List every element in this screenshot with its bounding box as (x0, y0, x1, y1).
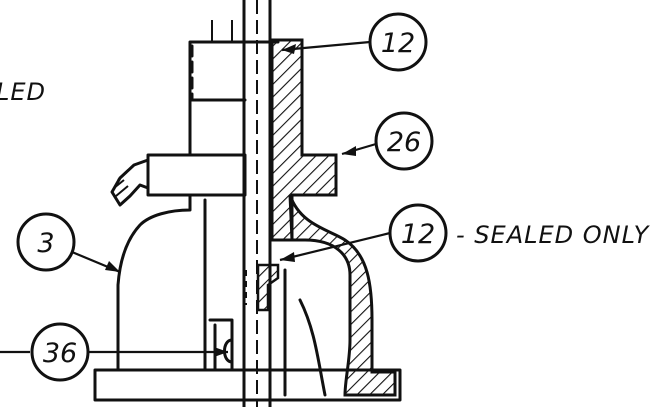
callout-12-top: 12 (281, 12, 428, 72)
callout-12-sealed-label: 12 (401, 219, 435, 250)
callout-12-sealed: 12 (279, 203, 448, 263)
sealed-only-note: - SEALED ONLY (456, 221, 651, 249)
callout-26: 26 (341, 111, 434, 171)
grease-fitting (110, 153, 247, 207)
callout-12-top-label: 12 (381, 28, 415, 59)
callout-26-label: 26 (387, 127, 421, 158)
callout-3-label: 3 (37, 228, 54, 259)
partial-label-left: LED (0, 78, 46, 106)
callout-3: 3 (16, 212, 121, 274)
seal-detail (245, 263, 280, 312)
callout-36: 36 (0, 322, 228, 382)
center-shaft (242, 0, 272, 407)
right-casting (283, 194, 397, 397)
lower-housing (93, 193, 402, 402)
upper-housing (188, 20, 280, 157)
hatched-sleeve (270, 38, 338, 242)
callout-36-label: 36 (43, 338, 77, 369)
